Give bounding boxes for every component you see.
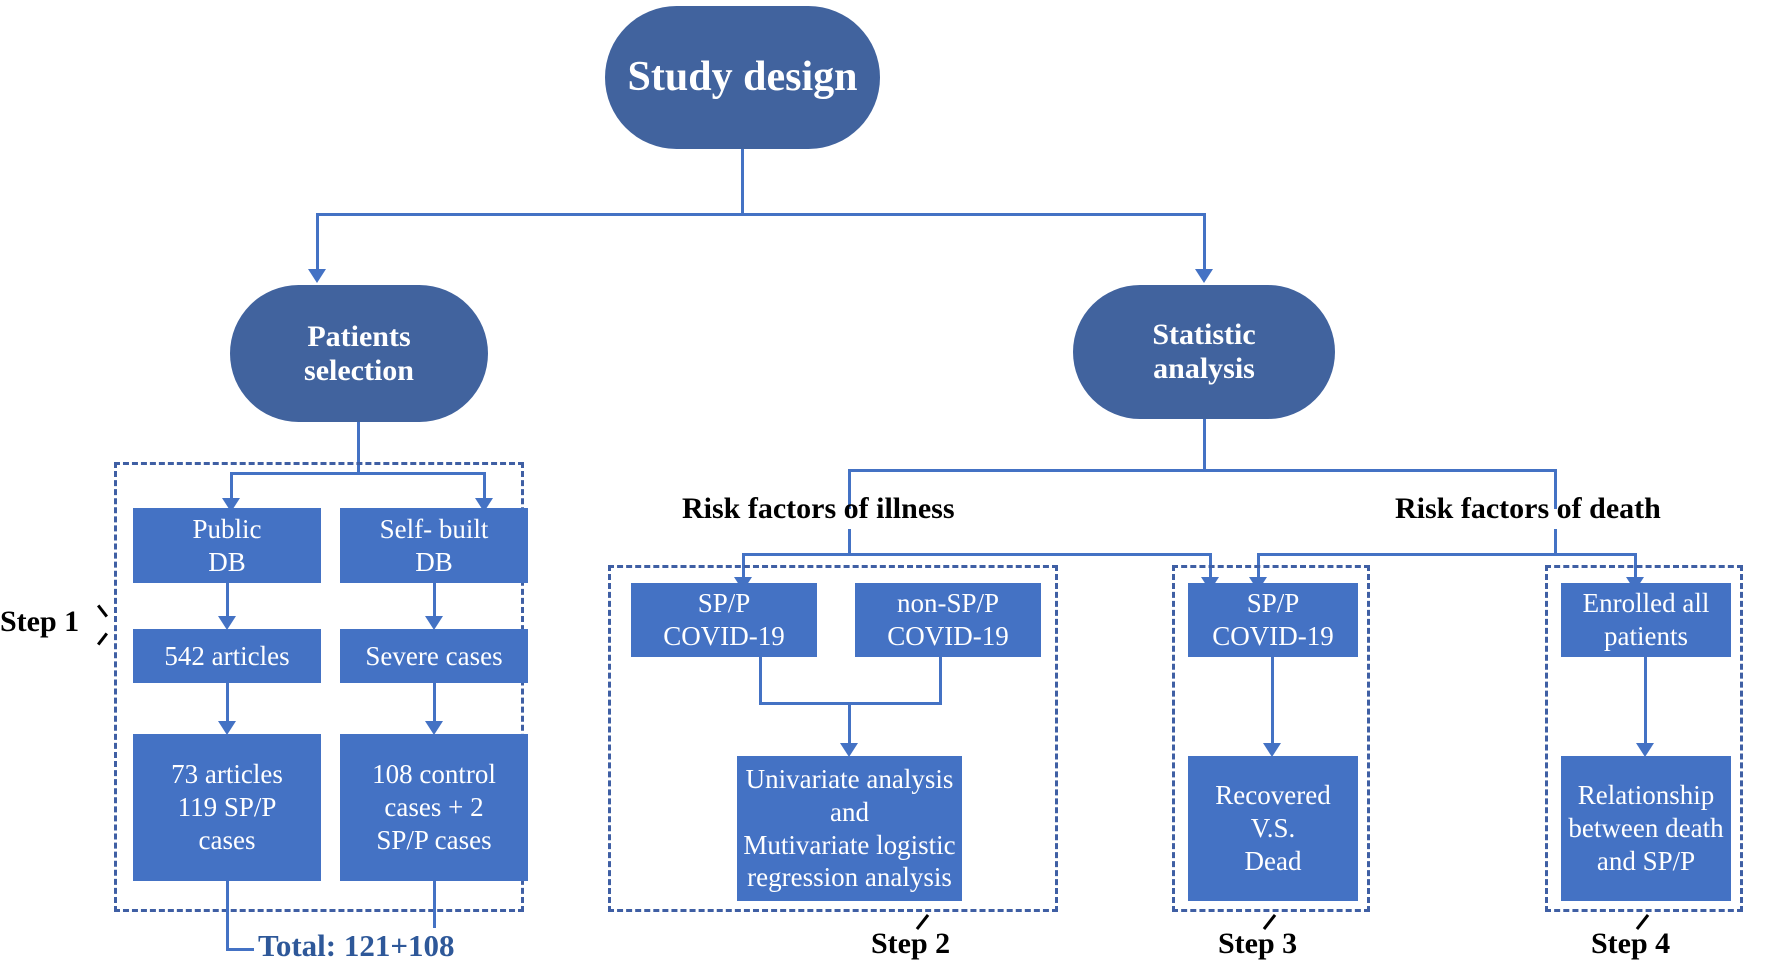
box-sp-p-covid-step2[interactable]: SP/P COVID-19: [631, 583, 817, 657]
arrowhead-to-relationship: [1636, 743, 1654, 757]
box-108-control-cases-label: 108 control cases + 2 SP/P cases: [372, 759, 496, 855]
label-total: Total: 121+108: [254, 928, 459, 964]
tick-step-1-b: [97, 632, 108, 646]
tick-step-1-a: [97, 604, 108, 618]
box-relationship-death-sp-p-label: Relationship between death and SP/P: [1568, 780, 1724, 876]
arrowhead-to-statistic-analysis: [1195, 269, 1213, 283]
arrowhead-to-recovered-vs-dead: [1263, 743, 1281, 757]
connector-patients-split: [230, 472, 486, 475]
label-risk-factors-of-death: Risk factors of death: [1395, 492, 1661, 525]
node-statistic-analysis-label: Statistic analysis: [1152, 318, 1256, 385]
arrowhead-to-patients-selection: [308, 269, 326, 283]
connector-illness-stem: [848, 529, 851, 556]
group-frame-step-3: [1172, 565, 1370, 912]
connector-step3-to-outcome: [1271, 657, 1274, 747]
box-recovered-vs-dead-label: Recovered V.S. Dead: [1215, 780, 1331, 876]
node-study-design[interactable]: Study design: [605, 6, 880, 149]
connector-step4-to-relationship: [1644, 657, 1647, 747]
arrowhead-to-analysis-box: [840, 743, 858, 757]
box-108-control-cases[interactable]: 108 control cases + 2 SP/P cases: [340, 734, 528, 881]
group-frame-step-2: [608, 565, 1058, 912]
connector-to-risk-death: [1554, 469, 1557, 509]
connector-73-to-total: [226, 881, 229, 951]
label-step-1: Step 1: [0, 605, 80, 638]
connector-illness-split: [742, 553, 1212, 556]
connector-death-stem: [1554, 529, 1557, 556]
node-patients-selection[interactable]: Patients selection: [230, 285, 488, 422]
box-severe-cases[interactable]: Severe cases: [340, 629, 528, 683]
connector-self-db-to-severe: [433, 583, 436, 620]
connector-to-statistic-analysis: [1203, 213, 1206, 273]
connector-sp-p-merge-right: [939, 657, 942, 705]
label-step-2: Step 2: [871, 927, 951, 960]
box-sp-p-covid-step3[interactable]: SP/P COVID-19: [1188, 583, 1358, 657]
connector-108-to-total: [433, 881, 436, 951]
box-non-sp-p-covid-step2-label: non-SP/P COVID-19: [887, 588, 1009, 651]
box-severe-cases-label: Severe cases: [365, 640, 503, 671]
connector-sp-p-merge-left: [759, 657, 762, 705]
box-non-sp-p-covid-step2[interactable]: non-SP/P COVID-19: [855, 583, 1041, 657]
node-statistic-analysis[interactable]: Statistic analysis: [1073, 285, 1335, 419]
node-patients-selection-label: Patients selection: [304, 319, 414, 387]
box-self-built-db[interactable]: Self- built DB: [340, 508, 528, 583]
connector-542-to-73: [226, 683, 229, 725]
label-step-4: Step 4: [1591, 927, 1671, 960]
connector-statistic-split: [848, 469, 1557, 472]
connector-severe-to-108: [433, 683, 436, 725]
connector-patients-down: [357, 422, 360, 474]
connector-to-patients-selection: [316, 213, 319, 273]
connector-merge-to-analysis: [848, 702, 851, 747]
box-73-articles-label: 73 articles 119 SP/P cases: [171, 759, 283, 855]
connector-to-public-db: [230, 472, 233, 502]
connector-public-db-to-542: [226, 583, 229, 620]
connector-trunk-vertical: [741, 149, 744, 215]
box-public-db-label: Public DB: [192, 513, 262, 577]
label-risk-factors-of-illness: Risk factors of illness: [682, 492, 955, 525]
box-sp-p-covid-step2-label: SP/P COVID-19: [663, 588, 785, 651]
connector-to-self-built-db: [483, 472, 486, 502]
box-public-db[interactable]: Public DB: [133, 508, 321, 583]
connector-death-split: [1257, 553, 1637, 556]
arrowhead-to-severe-cases: [425, 616, 443, 630]
arrowhead-to-108-control: [425, 721, 443, 735]
box-recovered-vs-dead[interactable]: Recovered V.S. Dead: [1188, 756, 1358, 901]
box-enrolled-all-patients-label: Enrolled all patients: [1582, 588, 1710, 651]
box-self-built-db-label: Self- built DB: [379, 513, 489, 577]
arrowhead-to-542-articles: [218, 616, 236, 630]
connector-to-risk-illness: [848, 469, 851, 509]
connector-trunk-horizontal: [316, 213, 1206, 216]
arrowhead-to-73-articles: [218, 721, 236, 735]
box-73-articles[interactable]: 73 articles 119 SP/P cases: [133, 734, 321, 881]
box-univariate-multivariate-analysis-label: Univariate analysis and Mutivariate logi…: [743, 763, 956, 893]
group-frame-step-1: [114, 462, 524, 912]
label-step-3: Step 3: [1218, 927, 1298, 960]
box-relationship-death-sp-p[interactable]: Relationship between death and SP/P: [1561, 756, 1731, 901]
box-sp-p-covid-step3-label: SP/P COVID-19: [1212, 588, 1334, 651]
connector-statistic-down: [1203, 419, 1206, 471]
node-study-design-label: Study design: [627, 53, 858, 100]
box-542-articles[interactable]: 542 articles: [133, 629, 321, 683]
box-542-articles-label: 542 articles: [164, 640, 290, 671]
box-univariate-multivariate-analysis[interactable]: Univariate analysis and Mutivariate logi…: [737, 756, 962, 901]
group-frame-step-4: [1545, 565, 1743, 912]
box-enrolled-all-patients[interactable]: Enrolled all patients: [1561, 583, 1731, 657]
